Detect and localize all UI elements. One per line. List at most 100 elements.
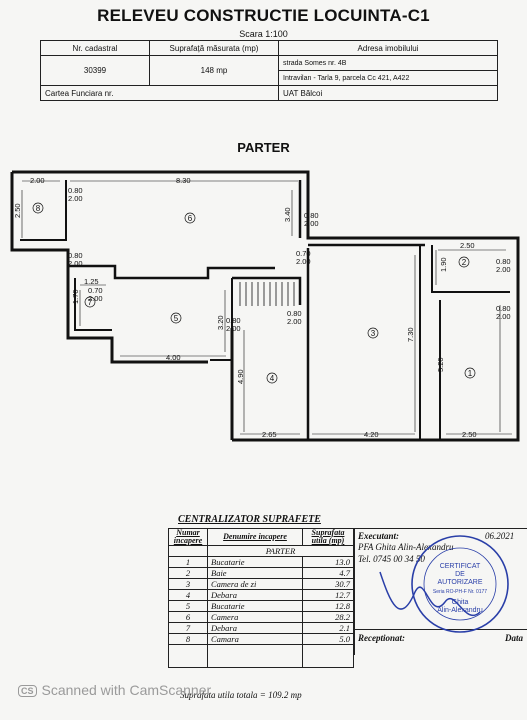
wall-stair bbox=[232, 276, 302, 305]
room-number-7: 7 bbox=[88, 298, 93, 307]
wall-outer-left bbox=[10, 172, 208, 364]
summary-table: Numar incapere Denumire incapere Suprafa… bbox=[168, 528, 354, 668]
camscanner-icon: CS bbox=[18, 685, 37, 698]
wall-room-5-right bbox=[210, 278, 233, 361]
dim-1-90: 1.90 bbox=[439, 257, 448, 272]
dim-1-70: 1.70 bbox=[71, 289, 80, 304]
watermark-text: Scanned with CamScanner bbox=[41, 682, 212, 698]
executant-date: 06.2021 bbox=[485, 531, 515, 541]
door-label-8: 0.80 2.00 bbox=[68, 186, 83, 203]
document-title: RELEVEU CONSTRUCTIE LOCUINTA-C1 bbox=[97, 6, 430, 25]
camscanner-watermark: CS Scanned with CamScanner bbox=[18, 682, 211, 698]
door-label-2: 0.80 2.00 bbox=[496, 257, 511, 274]
dim-1-25: 1.25 bbox=[84, 277, 99, 286]
summary-header-nr: Numar incapere bbox=[168, 528, 208, 546]
wall-outer-top bbox=[12, 170, 520, 442]
summary-floor: PARTER bbox=[207, 545, 354, 557]
svg-text:0.80: 0.80 bbox=[68, 186, 83, 195]
dim-2-65: 2.65 bbox=[262, 430, 277, 439]
room-number-3: 3 bbox=[371, 329, 376, 338]
property-info-table: Nr. cadastral Suprafață măsurata (mp) Ad… bbox=[40, 40, 498, 101]
summary-title: CENTRALIZATOR SUPRAFETE bbox=[178, 514, 321, 525]
room-number-1: 1 bbox=[468, 369, 473, 378]
executant-tel: Tel. 0745 00 34 50 bbox=[358, 554, 425, 564]
svg-text:0.80: 0.80 bbox=[287, 309, 302, 318]
door-label-1: 0.80 2.00 bbox=[496, 304, 511, 321]
receptionat-label: Receptionat: bbox=[358, 633, 405, 643]
dim-8-30: 8.30 bbox=[176, 176, 191, 185]
svg-text:2.00: 2.00 bbox=[496, 312, 511, 321]
wall-room-2 bbox=[431, 245, 510, 293]
executant-label: Executant: bbox=[358, 531, 400, 541]
svg-text:0.80: 0.80 bbox=[496, 304, 511, 313]
svg-text:2.00: 2.00 bbox=[68, 259, 83, 268]
stamp-line-1: CERTIFICAT bbox=[440, 563, 481, 570]
door-label-6: 0.80 2.00 bbox=[304, 211, 319, 228]
dim-3-40: 3.40 bbox=[283, 207, 292, 222]
svg-text:2.00: 2.00 bbox=[287, 317, 302, 326]
dim-7-30: 7.30 bbox=[406, 327, 415, 342]
wall-room-6-bottom bbox=[68, 264, 275, 280]
stamp-line-4: Seria RO-PH-F Nr. 0177 bbox=[433, 589, 487, 595]
uat-value: UAT Bălcoi bbox=[278, 85, 498, 101]
svg-text:2.00: 2.00 bbox=[496, 265, 511, 274]
divider bbox=[355, 629, 527, 630]
svg-text:0.80: 0.80 bbox=[226, 316, 241, 325]
wall-room-8 bbox=[20, 180, 67, 241]
stamp: CERTIFICAT DE AUTORIZARE Seria RO-PH-F N… bbox=[379, 535, 509, 633]
summary-header-name: Denumire incapere bbox=[207, 528, 303, 546]
svg-text:2.00: 2.00 bbox=[296, 257, 311, 266]
stamp-line-6: Alin-Alexandru bbox=[437, 607, 483, 614]
door-label-3: 0.70 2.00 bbox=[296, 249, 311, 266]
svg-text:0.80: 0.80 bbox=[304, 211, 319, 220]
room-number-8: 8 bbox=[36, 204, 41, 213]
wall-room-7 bbox=[74, 278, 112, 331]
executant-name: PFA Ghita Alin-Alexandru bbox=[358, 542, 454, 552]
data-label: Data bbox=[505, 633, 523, 643]
summary-total: Suprafata utila totala = 109.2 mp bbox=[180, 690, 302, 700]
dim-2-50-left: 2.50 bbox=[13, 203, 22, 218]
dim-4-20: 4.20 bbox=[364, 430, 379, 439]
stamp-line-3: AUTORIZARE bbox=[438, 579, 483, 586]
plan-title: PARTER bbox=[237, 140, 290, 155]
dim-2-50-room2: 2.50 bbox=[460, 241, 475, 250]
svg-text:2.00: 2.00 bbox=[226, 324, 241, 333]
summary-header-area: Suprafata utila (mp) bbox=[302, 528, 354, 546]
door-label-6-bottom: 0.80 2.00 bbox=[68, 251, 83, 268]
executant-box: Executant: 06.2021 PFA Ghita Alin-Alexan… bbox=[354, 528, 527, 655]
dim-2-00: 2.00 bbox=[30, 176, 45, 185]
door-label-5: 0.80 2.00 bbox=[226, 316, 241, 333]
scale-label: Scara 1:100 bbox=[239, 29, 288, 39]
dim-4-00: 4.00 bbox=[166, 353, 181, 362]
dim-3-20: 3.20 bbox=[216, 315, 225, 330]
room-number-2: 2 bbox=[462, 258, 467, 267]
dim-4-90: 4.90 bbox=[236, 369, 245, 384]
svg-text:2.00: 2.00 bbox=[68, 194, 83, 203]
door-label-4: 0.80 2.00 bbox=[287, 309, 302, 326]
svg-text:0.70: 0.70 bbox=[88, 286, 103, 295]
svg-text:2.00: 2.00 bbox=[88, 294, 103, 303]
signature-mark bbox=[379, 571, 481, 616]
room-number-5: 5 bbox=[174, 314, 179, 323]
floor-plan: 8.30 2.00 2.50 3.40 1.25 1.70 3.20 4.00 … bbox=[10, 170, 520, 442]
dim-5-20: 5.20 bbox=[436, 357, 445, 372]
svg-text:0.80: 0.80 bbox=[496, 257, 511, 266]
stamp-line-2: DE bbox=[455, 571, 465, 578]
room-number-4: 4 bbox=[270, 374, 275, 383]
door-label-7: 0.70 2.00 bbox=[88, 286, 103, 303]
stamp-line-5: Ghita bbox=[452, 599, 469, 606]
svg-text:0.70: 0.70 bbox=[296, 249, 311, 258]
room-number-6: 6 bbox=[188, 214, 193, 223]
dim-2-50-bottom: 2.50 bbox=[462, 430, 477, 439]
svg-text:0.80: 0.80 bbox=[68, 251, 83, 260]
staircase bbox=[239, 282, 295, 306]
svg-text:2.00: 2.00 bbox=[304, 219, 319, 228]
